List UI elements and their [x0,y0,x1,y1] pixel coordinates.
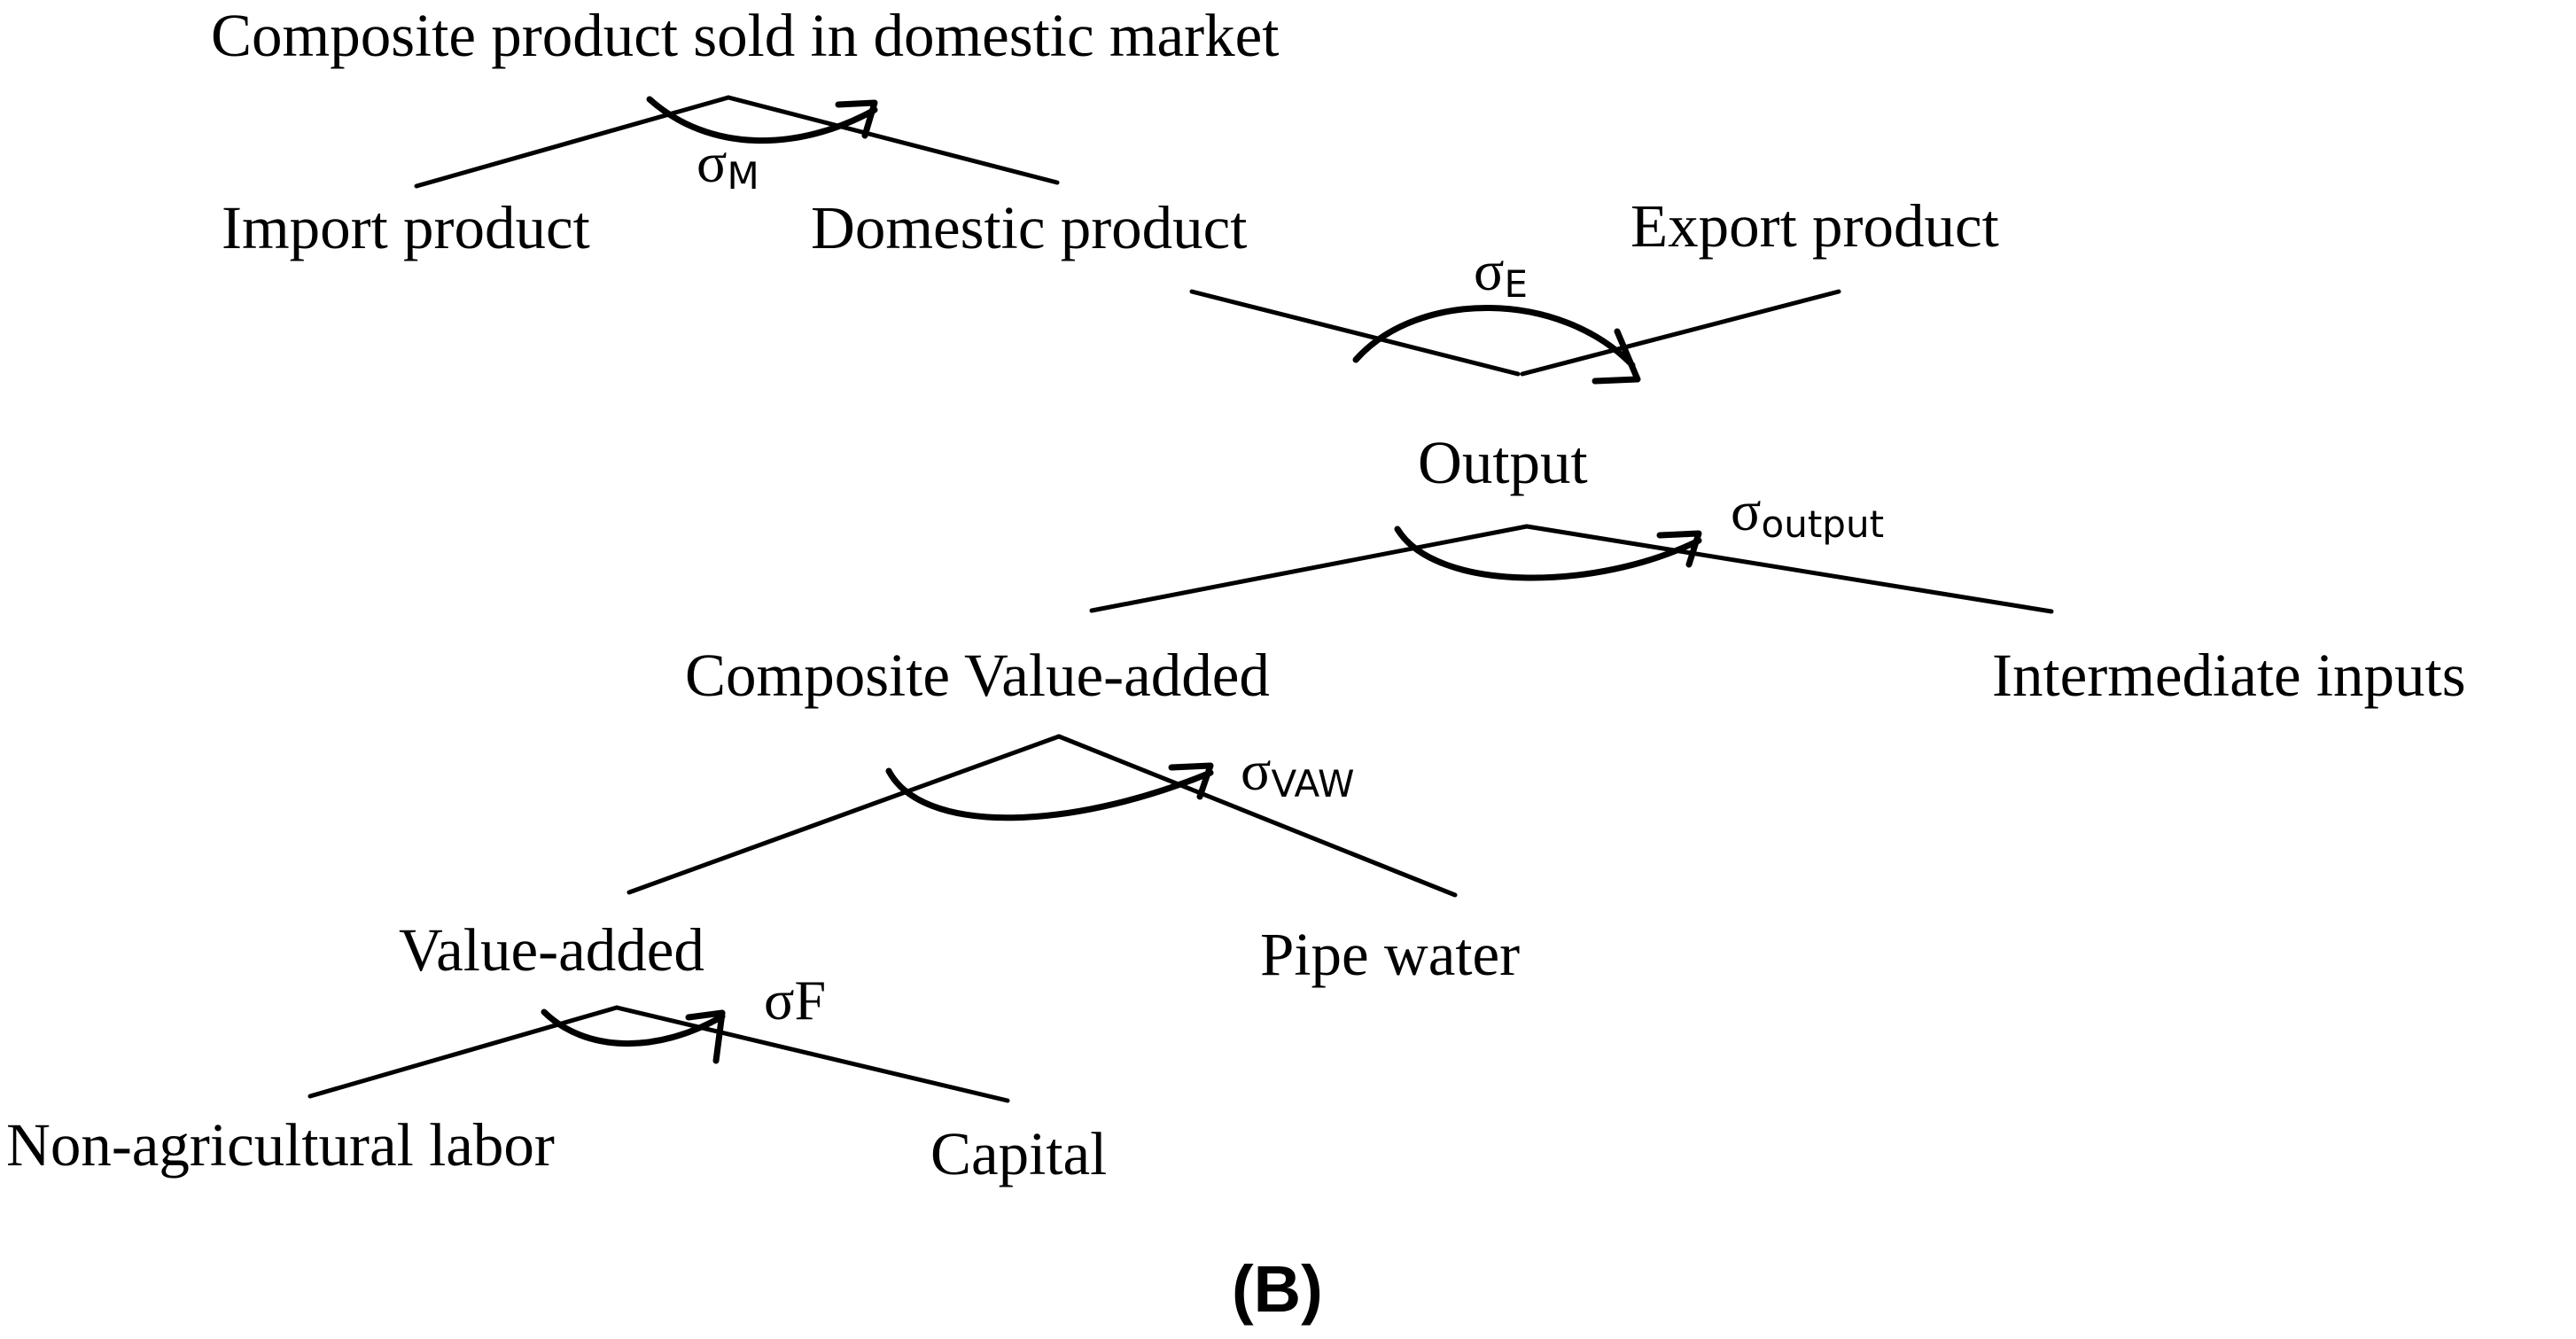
sigma-e-arrow [1352,305,1641,385]
export-product-label: Export product [1630,192,1999,260]
sigma-vaw-label: σVAW [1241,739,1355,806]
composite-value-added-label: Composite Value-added [685,642,1270,709]
sigma-m-arrow [646,96,878,144]
edge-output-export [1520,289,1841,377]
non-agricultural-labor-label: Non-agricultural labor [6,1111,555,1179]
pipe-water-label: Pipe water [1260,921,1520,988]
composite-domestic-label: Composite product sold in domestic marke… [211,2,1279,69]
edge-output-domestic [1189,289,1521,377]
composite-value-added-branch: Value-added Pipe water σVAW [399,734,1520,988]
sigma-m-label: σM [697,131,759,198]
value-added-branch: Non-agricultural labor Capital σF [6,969,1107,1187]
sigma-f-arrow [541,1008,726,1064]
edge-domestic [726,95,1060,185]
edge-composite-value-added [1089,524,1529,613]
sigma-e-label: σE [1474,239,1528,306]
value-added-label: Value-added [399,916,704,984]
edge-non-agricultural-labor [307,1005,619,1099]
sigma-output-label: σoutput [1731,479,1884,546]
output-label: Output [1418,429,1588,496]
edge-import [414,95,731,189]
composite-domestic-branch: Composite product sold in domestic marke… [211,2,1279,261]
output-branch: Output Composite Value-added Intermediat… [685,429,2466,709]
sigma-f-label: σF [764,969,826,1031]
intermediate-inputs-label: Intermediate inputs [1992,642,2466,709]
sigma-vaw-arrow [885,762,1214,821]
domestic-product-label: Domestic product [811,194,1247,261]
panel-label: (B) [1232,1252,1323,1326]
edge-pipe-water [1056,734,1458,898]
edge-value-added [626,734,1062,895]
sigma-output-arrow [1394,525,1702,581]
import-product-label: Import product [222,194,590,261]
capital-label: Capital [930,1120,1107,1187]
edge-capital [614,1005,1010,1103]
export-branch: Export product σE [1189,192,1999,385]
edge-intermediate-inputs [1524,524,2054,614]
